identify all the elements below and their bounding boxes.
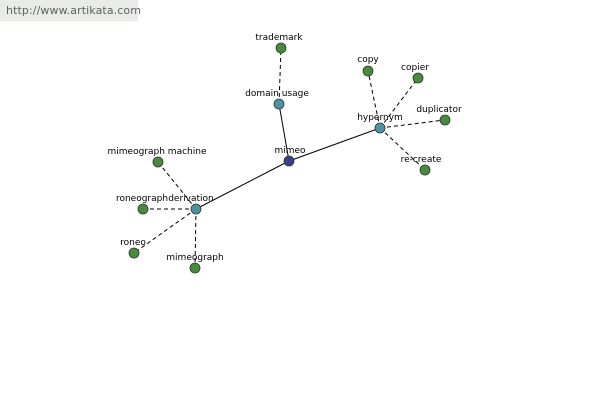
node-hypernym[interactable] — [374, 122, 386, 134]
node-trademark[interactable] — [275, 42, 287, 54]
label-duplicator[interactable]: duplicator — [416, 105, 462, 115]
node-duplicator[interactable] — [439, 114, 451, 126]
label-roneo[interactable]: roneo — [120, 238, 146, 248]
label-mimeograph[interactable]: mimeograph — [166, 253, 223, 263]
label-copy[interactable]: copy — [357, 55, 379, 65]
graph-labels: mimeo domain usage hypernym derivation trade… — [108, 33, 462, 263]
node-domain-usage[interactable] — [273, 98, 285, 110]
node-derivation[interactable] — [190, 203, 202, 215]
node-mimeo[interactable] — [283, 155, 295, 167]
node-roneo[interactable] — [128, 247, 140, 259]
edge-derivation-mimeograph — [194, 208, 197, 269]
edge-hypernym-re-create — [379, 127, 426, 171]
edge-mimeo-hypernym — [288, 127, 381, 162]
edge-hypernym-copier — [379, 77, 419, 129]
edge-domain-usage-trademark — [278, 47, 282, 105]
edge-derivation-roneo — [133, 208, 197, 254]
edge-mimeo-domain-usage — [278, 103, 290, 162]
url-banner[interactable]: http://www.artikata.com — [0, 0, 142, 21]
label-trademark[interactable]: trademark — [255, 33, 303, 43]
label-re-create[interactable]: re-create — [401, 155, 442, 165]
graph-nodes — [128, 42, 451, 274]
edge-mimeo-derivation — [195, 160, 290, 210]
label-roneograph[interactable]: roneograph — [116, 194, 168, 204]
edge-derivation-mimeograph-machine — [157, 161, 197, 210]
node-mimeograph[interactable] — [189, 262, 201, 274]
node-mimeograph-machine[interactable] — [152, 156, 164, 168]
label-mimeo[interactable]: mimeo — [274, 146, 306, 156]
edge-hypernym-copy — [367, 70, 381, 129]
graph-edges — [133, 47, 446, 269]
label-hypernym[interactable]: hypernym — [357, 113, 403, 123]
url-link[interactable]: http://www.artikata.com — [6, 4, 142, 17]
label-copier[interactable]: copier — [401, 63, 429, 73]
node-copier[interactable] — [412, 72, 424, 84]
node-copy[interactable] — [362, 65, 374, 77]
label-derivation[interactable]: derivation — [168, 194, 214, 204]
edge-hypernym-duplicator — [379, 119, 446, 129]
label-mimeograph-machine[interactable]: mimeograph machine — [108, 147, 207, 157]
node-re-create[interactable] — [419, 164, 431, 176]
node-roneograph[interactable] — [137, 203, 149, 215]
label-domain-usage[interactable]: domain usage — [245, 89, 309, 99]
